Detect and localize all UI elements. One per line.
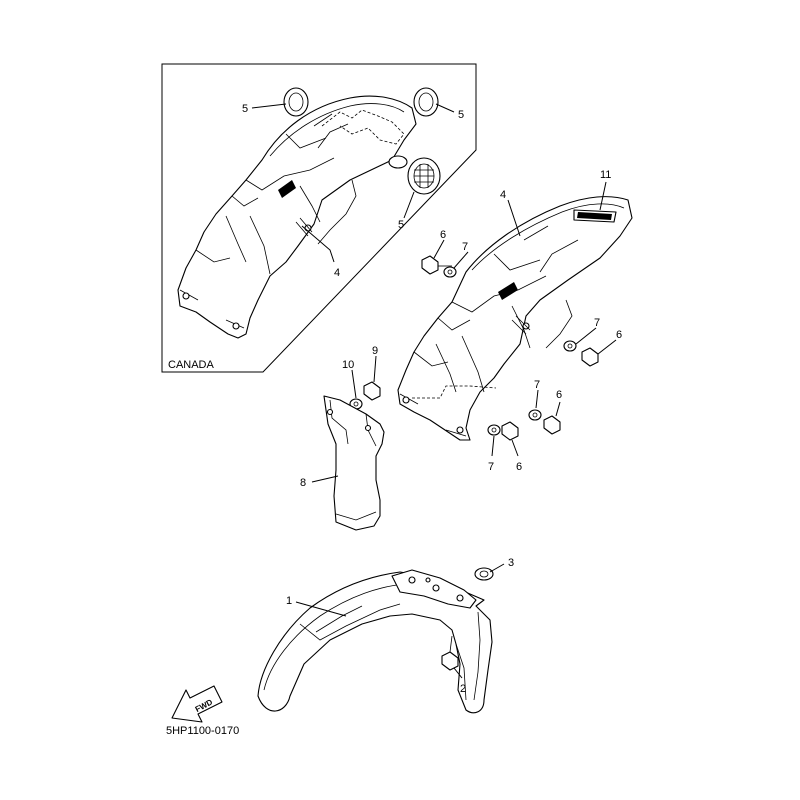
callout-4: 4 [334,267,340,279]
callout-3: 3 [508,557,514,569]
inset-rear-fender [177,95,417,339]
callout-6: 6 [556,389,562,401]
callout-1: 1 [286,595,292,607]
front-fender [257,569,493,714]
callout-2: 2 [460,683,466,695]
callout-6: 6 [440,229,446,241]
diagram-code: 5HP1100-0170 [166,725,239,737]
callout-4: 4 [500,189,506,201]
callout-numbers: 5 5 5 4 4 11 6 7 7 6 7 6 7 6 10 9 8 1 3 … [242,103,622,695]
callout-6: 6 [516,461,522,473]
inset-logo-mark [278,180,296,198]
callout-5: 5 [398,219,404,231]
callout-7: 7 [534,379,540,391]
callout-10: 10 [342,359,354,371]
callout-7: 7 [462,241,468,253]
mud-flap [323,395,385,531]
rear-fender [397,196,633,441]
canada-label: CANADA [168,359,215,371]
callout-8: 8 [300,477,306,489]
fender-emblem [573,209,617,223]
canada-inset-frame: CANADA [161,63,477,373]
callout-11: 11 [600,169,611,181]
inset-reflectors [283,87,441,195]
callout-5: 5 [242,103,248,115]
fwd-arrow-icon: FWD [171,685,223,723]
leader-lines [251,103,617,679]
front-fender-mount-plate [391,569,477,609]
callout-7: 7 [594,317,600,329]
rear-fender-logo-mark [498,282,518,300]
fasteners [349,255,599,671]
callout-9: 9 [372,345,378,357]
callout-7: 7 [488,461,494,473]
callout-5: 5 [458,109,464,121]
callout-6: 6 [616,329,622,341]
